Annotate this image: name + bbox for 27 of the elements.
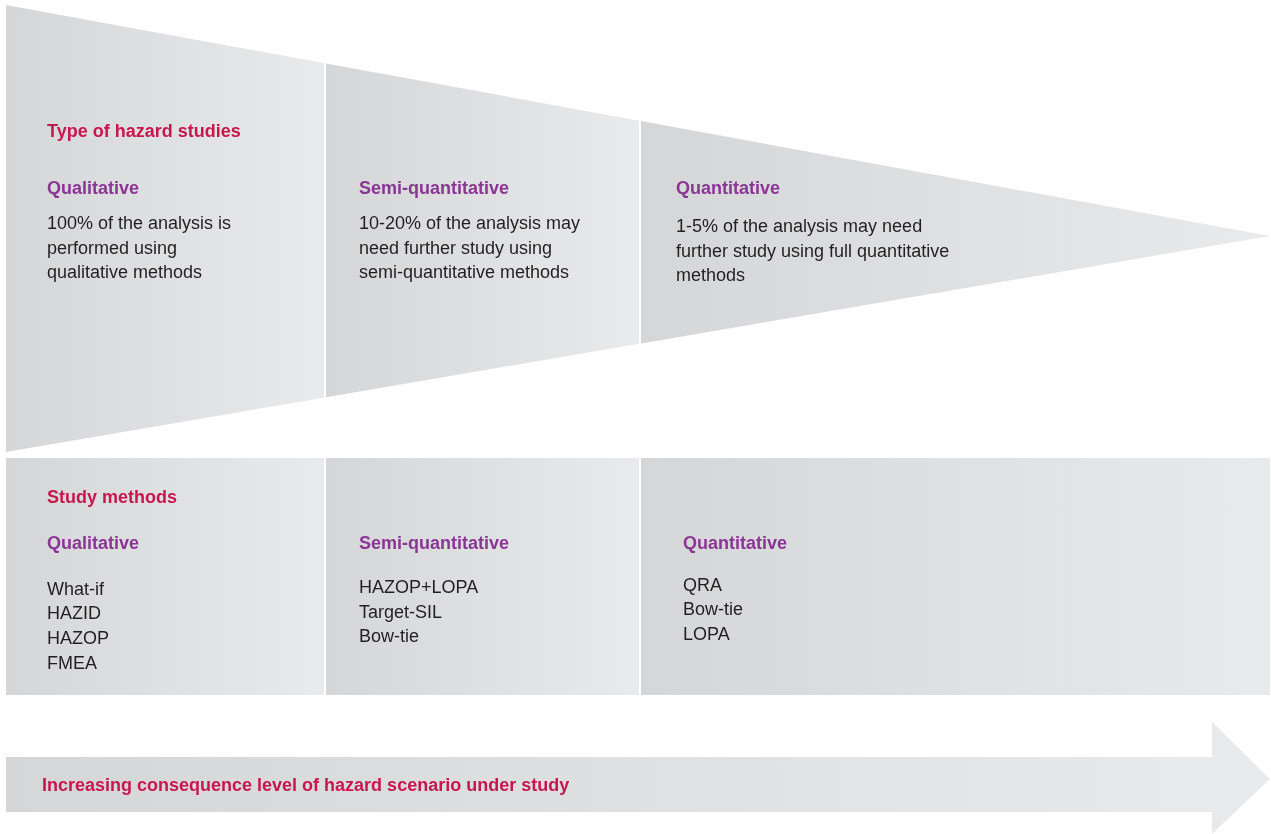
method-item: HAZID — [47, 602, 102, 625]
method-item: Bow-tie — [683, 598, 745, 621]
description-text: 10-20% of the analysis may need further study using semi-quantitative methods — [359, 212, 582, 284]
method-item: HAZOP+LOPA — [359, 576, 480, 599]
method-item: Bow-tie — [359, 625, 421, 648]
category-heading: Semi-quantitative — [359, 532, 511, 555]
method-panel — [641, 458, 1270, 695]
direction-arrow-band — [6, 722, 1270, 834]
method-panel — [6, 458, 324, 695]
category-heading: Qualitative — [47, 532, 141, 555]
method-item: LOPA — [683, 623, 731, 646]
method-panel — [326, 458, 639, 695]
method-item: HAZOP — [47, 627, 110, 650]
method-item: FMEA — [47, 652, 98, 675]
method-item: Target-SIL — [359, 601, 444, 624]
section-heading: Type of hazard studies — [47, 120, 242, 143]
category-heading: Quantitative — [676, 177, 782, 200]
arrow-caption: Increasing consequence level of hazard scenario under study — [42, 774, 571, 797]
description-text: 100% of the analysis is performed using qualitative methods — [47, 212, 233, 284]
funnel-segment — [6, 5, 324, 452]
category-heading: Quantitative — [683, 532, 789, 555]
category-heading: Qualitative — [47, 177, 141, 200]
method-item: QRA — [683, 574, 723, 597]
section-heading: Study methods — [47, 486, 178, 509]
category-heading: Semi-quantitative — [359, 177, 511, 200]
method-item: What-if — [47, 578, 105, 601]
description-text: 1-5% of the analysis may need further study using full quantitative methods — [676, 215, 951, 287]
